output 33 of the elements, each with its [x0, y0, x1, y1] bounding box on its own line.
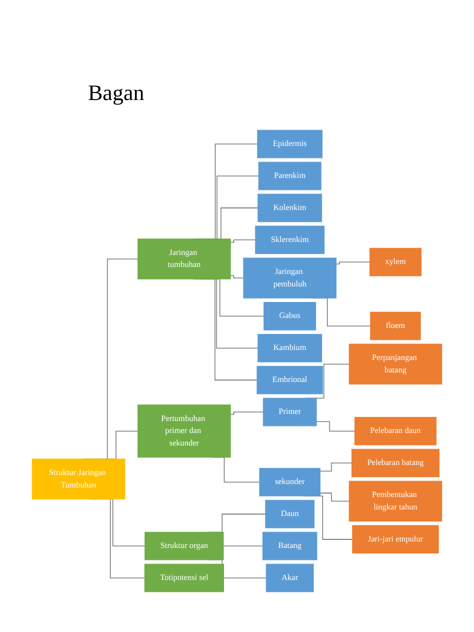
- node-box: Pelebaran batang: [351, 448, 440, 478]
- node-box: Daun: [265, 500, 314, 528]
- node-box: Jaringan pembuluh: [243, 258, 336, 298]
- node-box: Struktur Jaringan Tumbuhan: [32, 458, 126, 500]
- node-box: Pembentukan lingkar tahun: [348, 480, 442, 522]
- node-box: Totipotensi sel: [144, 564, 224, 592]
- connector: [230, 275, 244, 278]
- node-box: floem: [370, 312, 421, 340]
- connector: [320, 492, 350, 502]
- node-box: Batang: [262, 532, 318, 560]
- connector: [336, 262, 370, 264]
- node-box: sekunder: [259, 468, 320, 496]
- connector: [230, 412, 264, 415]
- diagram-title: Bagan: [87, 79, 146, 107]
- node-box: Kambium: [258, 334, 322, 362]
- node-box: Gabus: [264, 302, 316, 330]
- connector: [230, 240, 256, 242]
- node-box: Jaringan tumbuhan: [138, 238, 231, 280]
- node-box: Embrional: [256, 366, 323, 394]
- node-box: Pelebaran daun: [354, 416, 436, 446]
- node-box: Parenkim: [258, 162, 322, 190]
- node-box: Epidermis: [257, 130, 322, 158]
- connector: [316, 421, 355, 432]
- node-box: xylem: [369, 248, 422, 276]
- node-box: Perpanjangan batang: [348, 344, 442, 384]
- node-box: Sklerenkim: [255, 226, 325, 254]
- node-box: Struktur organ: [144, 532, 224, 560]
- node-box: Pertumbuhan primer dan sekunder: [138, 404, 231, 458]
- connector: [320, 462, 352, 472]
- node-box: Jari-jari empulur: [352, 525, 439, 554]
- node-box: Primer: [262, 398, 317, 426]
- node-box: Kolenkim: [258, 194, 322, 222]
- node-box: Akar: [266, 564, 314, 592]
